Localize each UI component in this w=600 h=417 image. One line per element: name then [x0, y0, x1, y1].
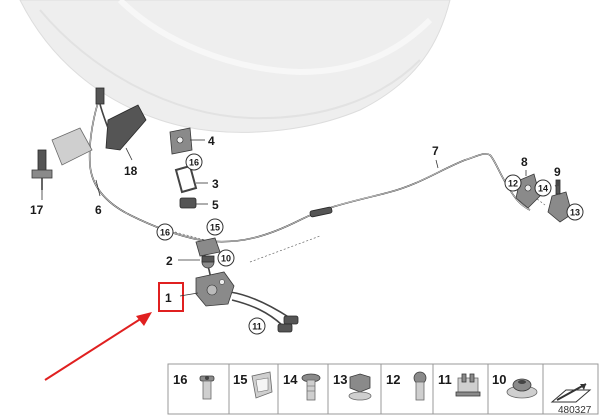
label-6: 6: [95, 203, 102, 217]
callout-8: 8: [521, 155, 528, 176]
document-number: 480327: [558, 405, 592, 416]
callout-3: 3: [196, 177, 219, 191]
bolt-icon: [413, 371, 427, 401]
callout-17: 17: [30, 190, 44, 217]
legend-item-10: 10: [492, 372, 538, 399]
part-18-bracket: [51, 87, 147, 166]
label-8: 8: [521, 155, 528, 169]
circled-10: 10: [221, 254, 231, 264]
part-5-pad: [179, 197, 197, 209]
part-1-hood-lock: [195, 271, 235, 307]
svg-text:16: 16: [173, 372, 187, 387]
part-4-lock-upper: [169, 127, 193, 155]
flange-screw-icon: [301, 373, 321, 401]
parts-legend: 16 15 14 13: [167, 363, 599, 416]
label-17: 17: [30, 203, 44, 217]
callout-5: 5: [196, 198, 219, 212]
part-3-seal: [174, 164, 198, 194]
callout-2: 2: [166, 254, 200, 268]
label-1: 1: [165, 291, 172, 305]
circled-12: 12: [508, 179, 518, 189]
svg-text:15: 15: [233, 372, 247, 387]
circled-callout-11: 11: [248, 317, 266, 335]
hex-nut-icon: [348, 373, 372, 401]
label-18: 18: [124, 164, 138, 178]
label-5: 5: [212, 198, 219, 212]
callout-1: 1: [158, 282, 199, 312]
svg-text:11: 11: [438, 372, 452, 387]
svg-text:12: 12: [386, 372, 400, 387]
release-cable: [88, 96, 531, 326]
red-arrow: [44, 312, 152, 381]
label-2: 2: [166, 254, 173, 268]
circled-callout-14: 14: [534, 179, 552, 197]
grommet-icon: [506, 378, 538, 399]
label-4: 4: [208, 134, 215, 148]
legend-item-11: 11: [438, 372, 481, 397]
part-17-switch: [31, 149, 53, 190]
legend-item-13: 13: [333, 372, 372, 401]
circled-14: 14: [538, 184, 548, 194]
legend-symbol-cell: 480327: [550, 383, 592, 416]
circled-callout-10: 10: [217, 249, 235, 267]
circled-13: 13: [570, 208, 580, 218]
circled-callout-12: 12: [504, 174, 522, 192]
cable-clip-icon: [251, 371, 273, 399]
push-rivet-icon: [199, 375, 215, 400]
circled-callout-16: 16: [185, 153, 203, 171]
svg-text:14: 14: [283, 372, 298, 387]
svg-text:13: 13: [333, 372, 347, 387]
callout-7: 7: [432, 144, 439, 169]
circled-15: 15: [210, 223, 220, 233]
circled-callout-16b: 16: [156, 223, 174, 241]
callout-6: 6: [95, 179, 102, 217]
label-7: 7: [432, 144, 439, 158]
highlight-box: [158, 282, 184, 312]
svg-text:10: 10: [492, 372, 506, 387]
circled-16: 16: [189, 158, 199, 168]
callout-9: 9: [554, 165, 561, 186]
assembly-lines: [174, 181, 566, 263]
legend-item-16: 16: [173, 372, 215, 400]
label-3: 3: [212, 177, 219, 191]
part-11-cable-holder: [277, 315, 299, 333]
part-2-bracket: [201, 255, 215, 269]
hood-illustration: [19, 0, 451, 133]
circled-16b: 16: [160, 228, 170, 238]
circled-callout-15: 15: [206, 218, 224, 236]
callout-4: 4: [190, 134, 215, 148]
legend-item-15: 15: [233, 371, 273, 399]
circled-callout-13: 13: [566, 203, 584, 221]
tool-symbol-icon: [550, 383, 592, 403]
label-9: 9: [554, 165, 561, 179]
legend-item-14: 14: [283, 372, 321, 401]
callout-18: 18: [124, 147, 138, 178]
cable-holder-icon: [455, 373, 481, 397]
circled-11: 11: [252, 322, 262, 332]
legend-item-12: 12: [386, 371, 427, 401]
part-8-lock-lever: [515, 173, 541, 209]
